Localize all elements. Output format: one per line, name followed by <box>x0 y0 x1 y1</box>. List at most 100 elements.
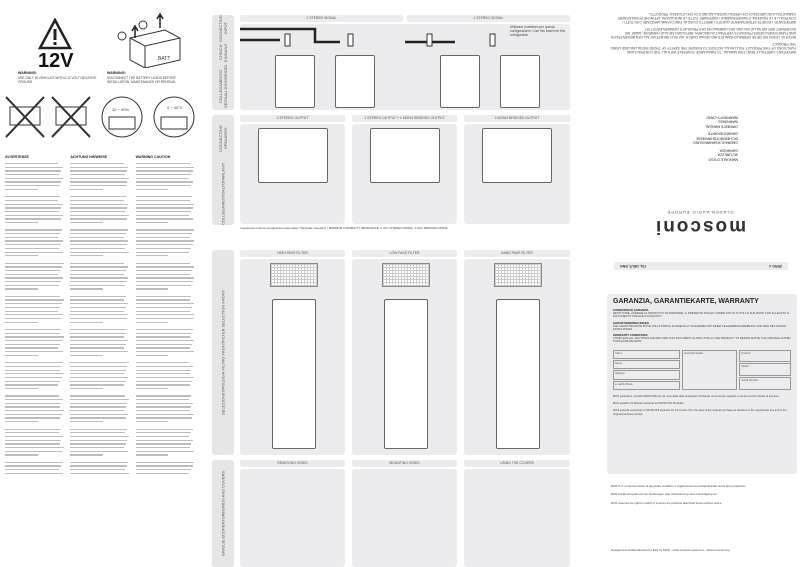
text-line <box>135 262 190 264</box>
text-line <box>70 259 129 260</box>
text-line <box>70 240 129 242</box>
text-line <box>135 362 190 364</box>
warning-triangle-icon <box>38 18 72 50</box>
text-line <box>70 384 125 386</box>
text-line <box>135 454 169 456</box>
text-line <box>5 421 38 423</box>
text-line <box>135 266 194 268</box>
address-field[interactable]: Address <box>613 370 680 380</box>
text-line <box>5 259 64 260</box>
text-line <box>70 395 125 397</box>
text-line <box>135 269 193 272</box>
impedance-note: Impedenza minima complessiva supportata … <box>240 226 448 230</box>
text-line <box>5 469 59 471</box>
text-line <box>5 295 60 298</box>
text-line <box>70 417 127 419</box>
text-line <box>5 384 59 386</box>
product-field[interactable]: Product <box>739 349 791 363</box>
text-line <box>70 269 127 272</box>
text-line <box>70 406 126 408</box>
text-line <box>5 343 61 345</box>
text-line <box>5 255 38 257</box>
text-line <box>70 295 126 298</box>
text-line <box>5 281 61 283</box>
text-line <box>5 461 63 463</box>
text-line <box>135 233 193 235</box>
text-line <box>70 362 130 364</box>
text-line <box>5 218 62 220</box>
text-line <box>136 259 195 260</box>
text-line <box>135 303 194 305</box>
text-line <box>136 193 195 194</box>
text-line <box>135 406 192 408</box>
text-line <box>135 469 191 471</box>
text-line <box>5 277 63 279</box>
text-line <box>70 425 129 426</box>
text-line <box>70 340 128 342</box>
text-line <box>70 454 103 456</box>
text-line <box>70 373 124 375</box>
text-line <box>70 299 124 301</box>
text-line <box>135 244 193 246</box>
text-line <box>70 266 128 268</box>
text-line <box>70 347 125 349</box>
text-line <box>70 328 128 331</box>
warranty-text-it: MOS garantisce i prodotti MOSCONI per 24… <box>613 394 780 398</box>
text-line <box>70 188 103 191</box>
text-line <box>5 446 64 449</box>
warning1-title: WARNING! <box>18 71 37 75</box>
amplifier-panel <box>500 55 540 108</box>
text-line <box>5 321 38 323</box>
warranty-text-en: MOS extends a warranty to MOSCONI produc… <box>613 409 787 416</box>
email-phone-field[interactable]: e-mail & Phone <box>613 380 680 390</box>
text-line <box>135 351 195 353</box>
text-line <box>70 439 128 441</box>
text-line <box>5 196 61 198</box>
model-field[interactable]: Model <box>739 363 791 377</box>
text-line <box>70 369 126 371</box>
text-line <box>70 292 129 293</box>
text-line <box>5 387 38 390</box>
text-line <box>5 214 64 216</box>
amplifier-panel <box>275 55 315 108</box>
client-field[interactable]: Client <box>613 349 680 360</box>
text-line <box>135 421 169 423</box>
text-line <box>70 306 127 309</box>
section-label-grids <box>212 460 234 567</box>
panel-title: MOUNTING GRIDS <box>352 460 457 467</box>
text-line <box>135 295 192 298</box>
text-line <box>5 229 62 231</box>
text-line <box>136 425 195 426</box>
text-line <box>135 229 194 231</box>
warranty-form: Client Name Address e-mail & Phone Autor… <box>613 349 791 390</box>
text-line <box>70 421 103 423</box>
text-line <box>5 226 64 227</box>
dealer-field[interactable]: Autorized Dealer <box>681 349 738 390</box>
text-line <box>70 281 127 283</box>
text-line <box>5 432 59 434</box>
text-line <box>70 303 128 305</box>
text-line <box>5 458 64 459</box>
serial-field[interactable]: Serial Number <box>739 377 791 390</box>
svg-text:0 ~ 40°C: 0 ~ 40°C <box>167 105 183 110</box>
text-line <box>70 336 124 338</box>
text-line <box>135 413 194 416</box>
rca-cable-diagram <box>240 27 496 47</box>
text-line <box>70 472 130 475</box>
text-line <box>70 174 125 176</box>
text-line <box>70 210 125 213</box>
text-line <box>135 461 195 463</box>
filter-panel <box>464 259 570 455</box>
text-line <box>70 402 128 404</box>
text-line <box>135 432 191 434</box>
text-line <box>135 199 191 202</box>
text-line <box>135 384 191 386</box>
panel-title: USING THE COVERS <box>464 460 570 467</box>
name-field[interactable]: Name <box>613 360 680 370</box>
text-line <box>5 177 64 180</box>
section-label-filter <box>212 250 234 455</box>
text-line <box>5 369 60 371</box>
text-line <box>135 417 193 419</box>
